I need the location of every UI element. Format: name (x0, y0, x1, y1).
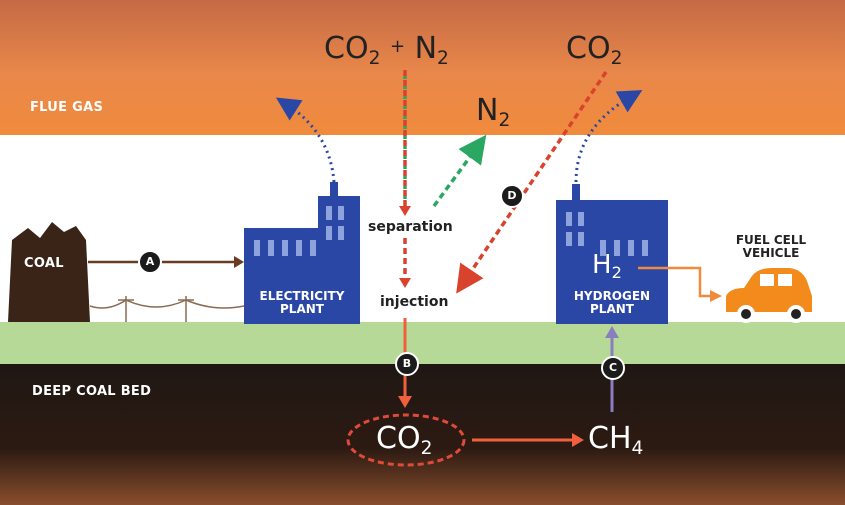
injection-down-arrowhead (398, 396, 412, 408)
badge-b: B (395, 352, 419, 376)
separation-label: separation (368, 219, 453, 235)
co2-capture-arrow (456, 71, 608, 294)
ch4-up-arrowhead (605, 326, 619, 338)
deep-coal-bed-band (0, 364, 845, 505)
n2-formula: N2 (476, 93, 511, 131)
coal-arrowhead (234, 256, 244, 268)
co2-n2-formula: CO2 + N2 (324, 31, 449, 69)
badge-a: A (138, 250, 162, 274)
coal-pile (8, 222, 90, 322)
injection-arrowhead (399, 278, 411, 288)
n2-release-arrow (432, 134, 487, 208)
h2-to-car-arrow (638, 266, 712, 298)
h2-arrowhead (710, 290, 722, 302)
injection-label: injection (380, 294, 449, 310)
flue-gas-band (0, 0, 845, 135)
co2-storage-ring (346, 413, 466, 467)
ground-surface (0, 322, 845, 364)
electricity-plant-label: ELECTRICITY PLANT (259, 289, 345, 317)
co2-bottom-formula: CO2 (376, 421, 433, 459)
hydrogen-plant-label: HYDROGEN PLANT (573, 289, 651, 317)
fuel-cell-car (726, 268, 812, 323)
electricity-plant-emission-arrow (275, 97, 336, 183)
separation-arrowhead (399, 206, 411, 216)
deep-coal-bed-label: DEEP COAL BED (32, 384, 152, 399)
hydrogen-plant (556, 184, 668, 324)
power-lines (89, 296, 245, 322)
ch4-formula: CH4 (588, 421, 644, 459)
co2-top-formula: CO2 (566, 31, 623, 69)
flue-gas-label: FLUE GAS (30, 100, 104, 115)
electricity-plant (244, 182, 360, 324)
sky-band (0, 135, 845, 325)
badge-c: C (601, 356, 625, 380)
co2-to-ch4-arrowhead (572, 433, 584, 447)
h2-formula: H2 (592, 250, 622, 283)
coal-label: COAL (24, 256, 64, 271)
fuel-cell-vehicle-label: FUEL CELL VEHICLE (735, 233, 807, 261)
badge-d: D (500, 184, 524, 208)
